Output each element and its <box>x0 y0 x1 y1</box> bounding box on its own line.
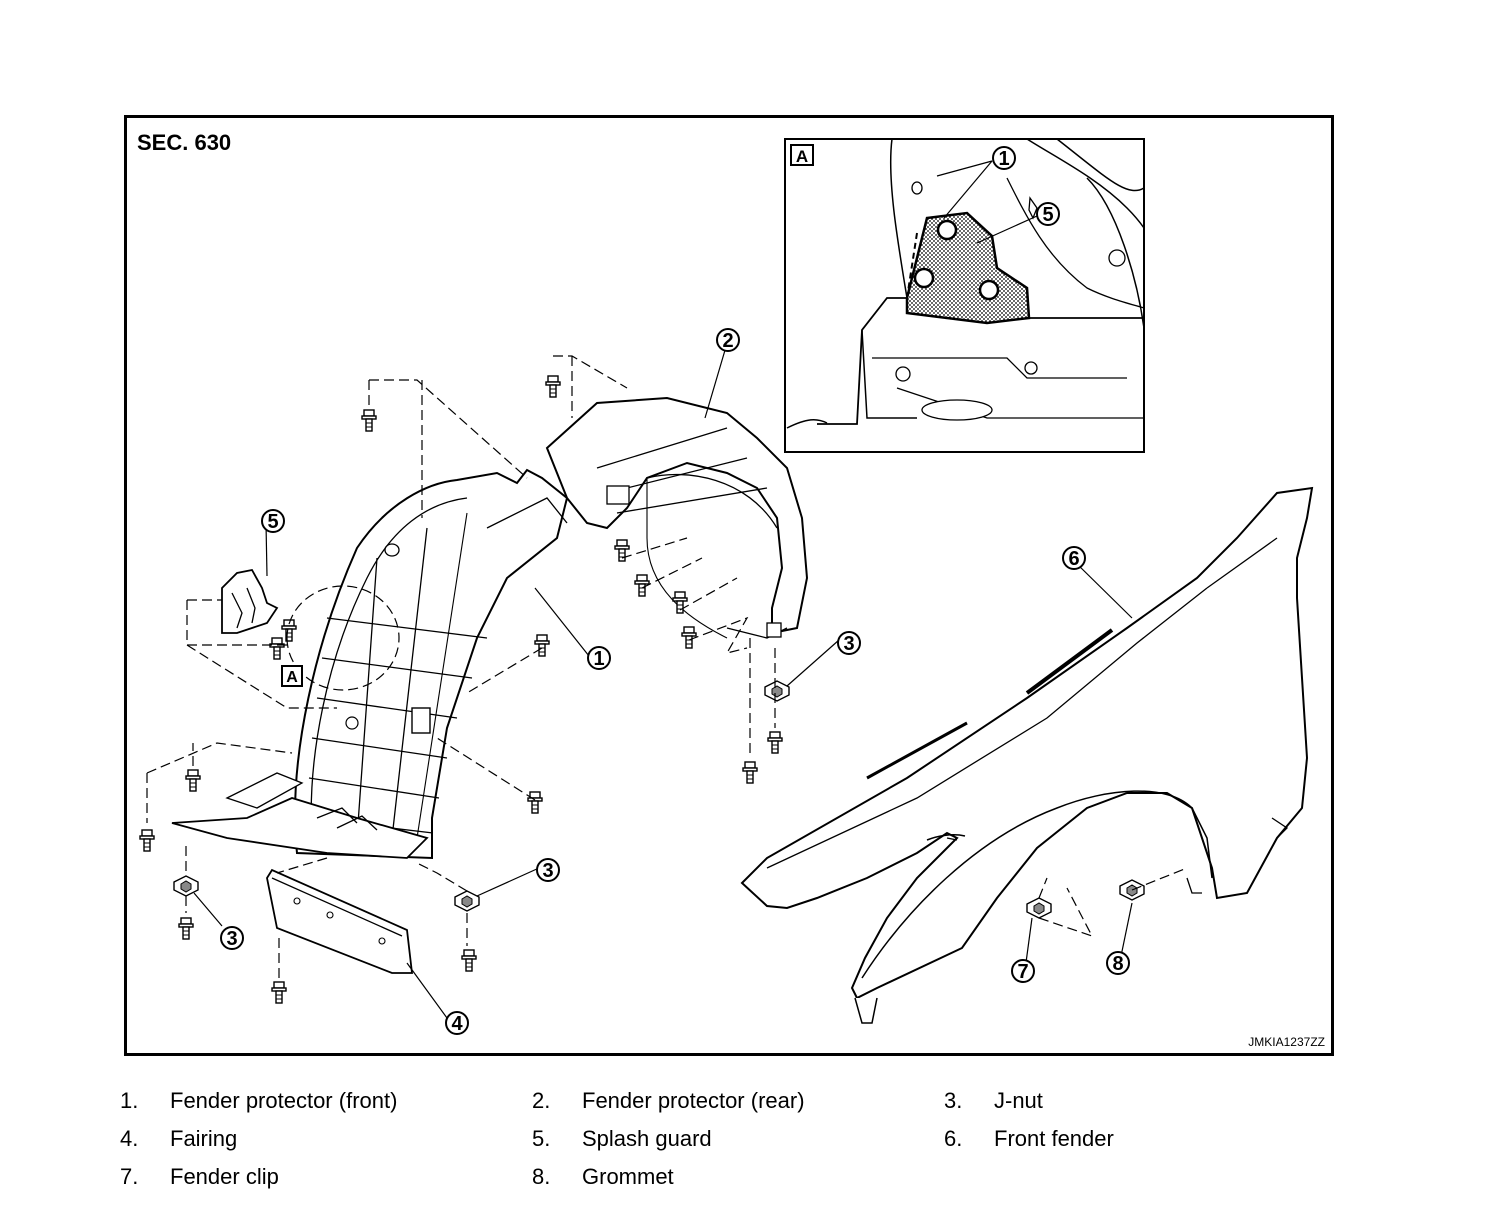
parts-drawing: A <box>139 138 1314 1035</box>
svg-text:6: 6 <box>1068 548 1079 570</box>
detail-callout-5: 5 <box>1042 204 1053 226</box>
section-label: SEC. 630 <box>137 130 232 155</box>
detail-a-marker: A <box>286 669 298 686</box>
svg-text:8: 8 <box>1112 953 1123 975</box>
callout-2: 2 <box>716 328 740 352</box>
callout-leaders <box>193 339 1133 1019</box>
svg-text:7: 7 <box>1017 961 1028 983</box>
callout-8: 8 <box>1106 951 1130 975</box>
fairing <box>266 868 414 974</box>
callout-1: 1 <box>587 646 611 670</box>
svg-text:1: 1 <box>593 648 604 670</box>
callout-4: 4 <box>445 1011 469 1035</box>
svg-text:3: 3 <box>843 633 854 655</box>
detail-a-tag: A <box>796 147 808 166</box>
svg-text:2: 2 <box>722 330 733 352</box>
under-cover <box>171 772 429 859</box>
svg-text:3: 3 <box>542 860 553 882</box>
callout-3-c: 3 <box>220 926 244 950</box>
callout-7: 7 <box>1011 959 1035 983</box>
front-fender <box>740 486 1314 1024</box>
figure-id: JMKIA1237ZZ <box>1248 1035 1325 1049</box>
svg-text:3: 3 <box>226 928 237 950</box>
callout-3-a: 3 <box>837 631 861 655</box>
svg-text:5: 5 <box>267 511 278 533</box>
fender-protector-front <box>294 468 569 860</box>
svg-text:4: 4 <box>451 1013 463 1035</box>
callout-6: 6 <box>1062 546 1086 570</box>
callout-5: 5 <box>261 509 285 533</box>
fender-protector-rear <box>545 396 809 639</box>
assembly-lines <box>146 355 1188 978</box>
exploded-diagram-frame: SEC. 630 JMKIA1237ZZ <box>124 115 1334 1056</box>
detail-callout-1: 1 <box>998 148 1009 170</box>
callout-3-b: 3 <box>536 858 560 882</box>
detail-view-a: A <box>784 138 1145 453</box>
splash-guard <box>221 568 279 634</box>
